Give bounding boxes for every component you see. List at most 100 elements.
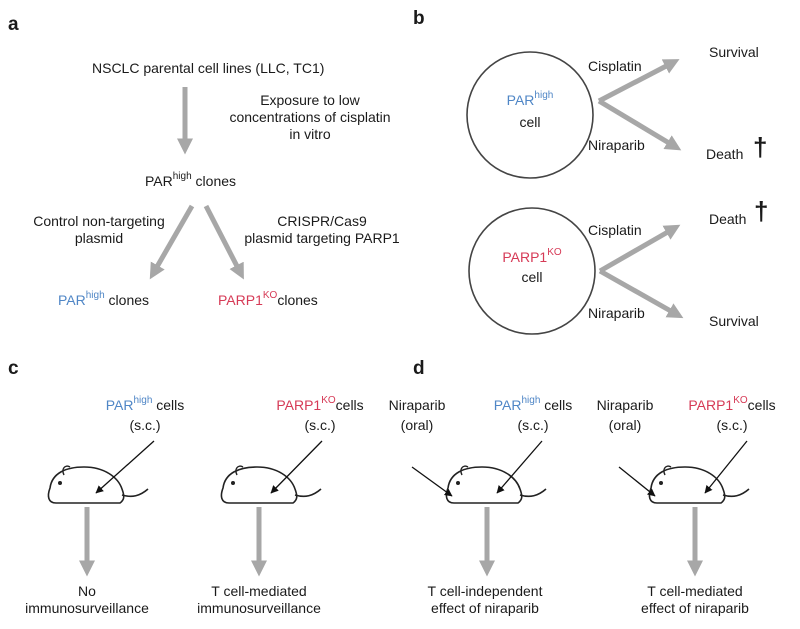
par-high-out-sup: high bbox=[85, 290, 105, 301]
cell-par-high-line-2: cell bbox=[519, 114, 541, 130]
cell-par-high-label: PARhigh cell bbox=[480, 90, 580, 131]
control-plasmid-line-2: plasmid bbox=[74, 230, 124, 246]
par-high-clones-out-label: PARhigh clones bbox=[58, 290, 150, 309]
cell-parp1-ko-label: PARP1KO cell bbox=[482, 247, 582, 286]
c1-outcome-line-2: immunosurveillance bbox=[25, 600, 149, 616]
d1-route: (s.c.) bbox=[517, 417, 549, 433]
d2-cells-tail: cells bbox=[747, 397, 776, 413]
cell-parp1-ko-circle bbox=[468, 207, 596, 335]
exposure-line-3: in vitro bbox=[289, 126, 331, 142]
exposure-text: Exposure to low concentrations of cispla… bbox=[225, 92, 395, 143]
c2-cells-label: PARP1KOcells (s.c.) bbox=[250, 395, 390, 434]
cell-par-high-base: PAR bbox=[506, 92, 535, 108]
par-high-clones-sup: high bbox=[172, 171, 192, 182]
niraparib-label-2: Niraparib bbox=[588, 305, 645, 321]
parp1-ko-out-base: PARP1 bbox=[218, 292, 263, 308]
d2-cells-label: PARP1KOcells (s.c.) bbox=[670, 395, 794, 434]
d1-cells-tail: cells bbox=[540, 397, 573, 413]
injection-arrow-d1 bbox=[496, 440, 543, 494]
cisplatin-label-2: Cisplatin bbox=[588, 222, 642, 238]
par-high-clones-base: PAR bbox=[145, 173, 173, 189]
c1-outcome-line-1: No bbox=[78, 583, 96, 599]
c2-cells-base: PARP1 bbox=[276, 397, 322, 413]
arrow-a-left bbox=[149, 204, 195, 280]
cell-par-high-circle bbox=[466, 51, 594, 179]
death-label-1: Death bbox=[706, 146, 744, 162]
parp1-ko-out-sup: KO bbox=[262, 290, 278, 301]
crispr-plasmid-line-2: plasmid targeting PARP1 bbox=[244, 230, 400, 246]
niraparib-label-1: Niraparib bbox=[588, 137, 645, 153]
dagger-icon-1: † bbox=[753, 132, 768, 162]
injection-arrow-d2 bbox=[704, 440, 748, 494]
exposure-line-1: Exposure to low bbox=[260, 92, 360, 108]
crispr-plasmid-text: CRISPR/Cas9 plasmid targeting PARP1 bbox=[232, 213, 412, 247]
c1-cells-tail: cells bbox=[152, 397, 185, 413]
c1-outcome: No immunosurveillance bbox=[12, 583, 162, 617]
c2-route: (s.c.) bbox=[304, 417, 336, 433]
mouse-c1 bbox=[47, 465, 149, 504]
d2-niraparib-label: Niraparib (oral) bbox=[590, 397, 660, 434]
c1-cells-base: PAR bbox=[105, 397, 134, 413]
cisplatin-label-1: Cisplatin bbox=[588, 58, 642, 74]
d2-outcome: T cell-mediated effect of niraparib bbox=[620, 583, 770, 617]
control-plasmid-text: Control non-targeting plasmid bbox=[14, 213, 184, 247]
exposure-line-2: concentrations of cisplatin bbox=[229, 109, 391, 125]
mouse-d2 bbox=[648, 465, 750, 504]
c2-cells-sup: KO bbox=[321, 395, 336, 406]
c2-outcome: T cell-mediated immunosurveillance bbox=[184, 583, 334, 617]
d1-cells-line-1: PARhigh cells bbox=[468, 395, 598, 414]
d1-oral: (oral) bbox=[400, 417, 434, 433]
d1-niraparib: Niraparib bbox=[388, 397, 446, 413]
d1-niraparib-label: Niraparib (oral) bbox=[382, 397, 452, 434]
d1-outcome: T cell-independent effect of niraparib bbox=[410, 583, 560, 617]
oral-arrow-d1 bbox=[411, 466, 453, 497]
d1-cells-base: PAR bbox=[493, 397, 522, 413]
c1-route: (s.c.) bbox=[129, 417, 161, 433]
d2-cells-base: PARP1 bbox=[688, 397, 734, 413]
panel-label-a: a bbox=[8, 14, 19, 35]
parental-cell-lines-label: NSCLC parental cell lines (LLC, TC1) bbox=[92, 60, 325, 76]
panel-label-c: c bbox=[8, 358, 19, 379]
cell-parp1-ko-sup: KO bbox=[547, 247, 562, 258]
d1-outcome-line-1: T cell-independent bbox=[427, 583, 543, 599]
d2-cells-line-1: PARP1KOcells bbox=[670, 395, 794, 414]
par-high-out-base: PAR bbox=[58, 292, 86, 308]
d2-cells-sup: KO bbox=[733, 395, 748, 406]
cell-par-high-sup: high bbox=[534, 90, 554, 101]
c1-cells-sup: high bbox=[133, 395, 153, 406]
cell-parp1-ko-line-1: PARP1KO bbox=[482, 247, 582, 266]
panel-label-b: b bbox=[413, 8, 425, 29]
c2-outcome-line-1: T cell-mediated bbox=[211, 583, 307, 599]
c2-cells-line-1: PARP1KOcells bbox=[250, 395, 390, 414]
injection-arrow-c2 bbox=[270, 440, 323, 494]
c2-cells-tail: cells bbox=[335, 397, 364, 413]
d2-oral: (oral) bbox=[608, 417, 642, 433]
d1-cells-sup: high bbox=[521, 395, 541, 406]
d1-outcome-line-2: effect of niraparib bbox=[431, 600, 539, 616]
control-plasmid-line-1: Control non-targeting bbox=[33, 213, 165, 229]
death-label-2: Death bbox=[709, 211, 747, 227]
par-high-clones-tail: clones bbox=[191, 173, 237, 189]
d1-cells-label: PARhigh cells (s.c.) bbox=[468, 395, 598, 434]
survival-label-1: Survival bbox=[709, 44, 759, 60]
cell-parp1-ko-base: PARP1 bbox=[502, 249, 548, 265]
oral-arrow-d2 bbox=[618, 466, 656, 497]
arrow-b-niraparib-2 bbox=[598, 268, 684, 319]
arrow-b-niraparib-1 bbox=[597, 98, 682, 151]
d2-route: (s.c.) bbox=[716, 417, 748, 433]
par-high-out-tail: clones bbox=[104, 292, 150, 308]
panel-label-d: d bbox=[413, 358, 425, 379]
d2-outcome-line-2: effect of niraparib bbox=[641, 600, 749, 616]
arrow-b-cisplatin-1 bbox=[597, 59, 680, 104]
parp1-ko-clones-out-label: PARP1KOclones bbox=[218, 290, 318, 309]
survival-label-2: Survival bbox=[709, 313, 759, 329]
dagger-icon-2: † bbox=[754, 196, 769, 226]
injection-arrow-c1 bbox=[95, 440, 155, 494]
c1-cells-label: PARhigh cells (s.c.) bbox=[80, 395, 210, 434]
cell-par-high-line-1: PARhigh bbox=[480, 90, 580, 109]
c1-cells-line-1: PARhigh cells bbox=[80, 395, 210, 414]
parp1-ko-out-tail: clones bbox=[277, 292, 318, 308]
par-high-clones-label: PARhigh clones bbox=[145, 171, 237, 190]
